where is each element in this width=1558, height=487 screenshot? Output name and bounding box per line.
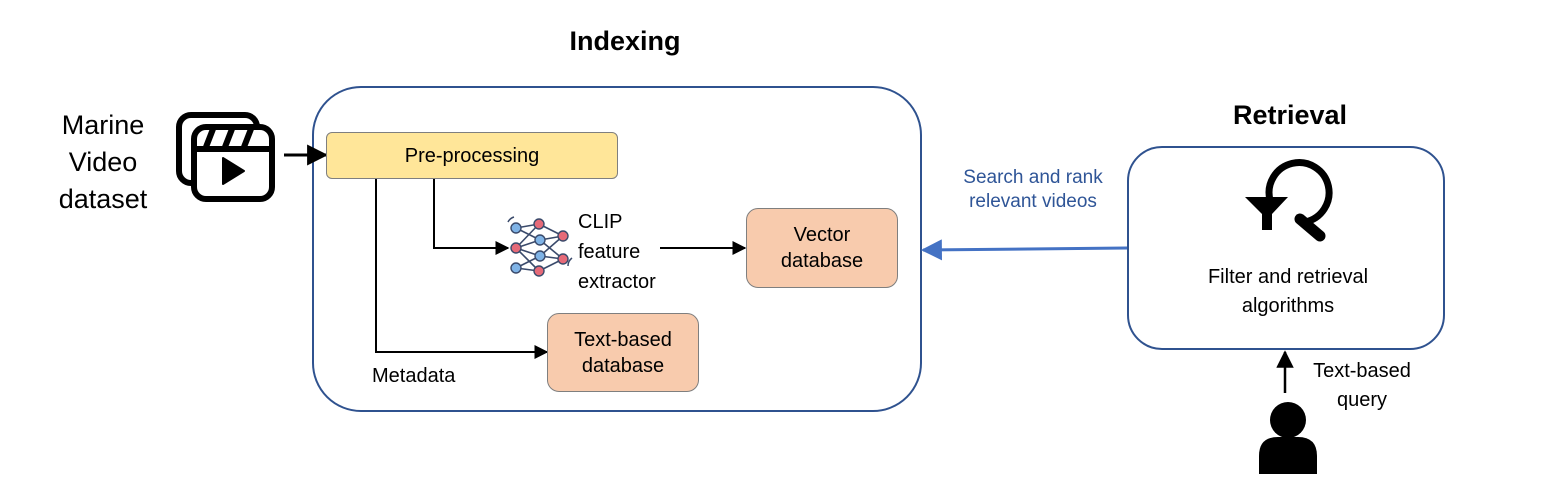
user-icon [1259,402,1317,474]
algorithms-label: Filter and retrieval algorithms [1207,266,1369,317]
vector-database-label: Vector database [780,224,864,272]
video-clips-icon [176,112,275,202]
arrow-search-rank [920,239,1128,261]
metadata-label: Metadata [372,365,456,387]
text-database-box: Text-based database [547,313,699,392]
preprocessing-box: Pre-processing [326,132,618,179]
retrieval-title: Retrieval [1232,100,1348,130]
query-label: Text-based query [1313,360,1411,411]
text-database-label: Text-based database [574,328,672,377]
indexing-title: Indexing [569,26,681,56]
clip-label: CLIP feature extractor [578,211,656,293]
retrieval-container [1127,146,1445,350]
arrow-preprocessing-to-textdb [375,179,549,359]
preprocessing-label: Pre-processing [404,144,540,167]
filter-search-icon [1245,159,1333,242]
vector-database-box: Vector database [746,208,898,288]
search-rank-label: Search and rank relevant videos [963,167,1103,212]
arrow-preprocessing-to-clip [433,179,510,255]
dataset-label: Marine Video dataset [58,110,148,214]
neural-network-icon [507,216,573,277]
